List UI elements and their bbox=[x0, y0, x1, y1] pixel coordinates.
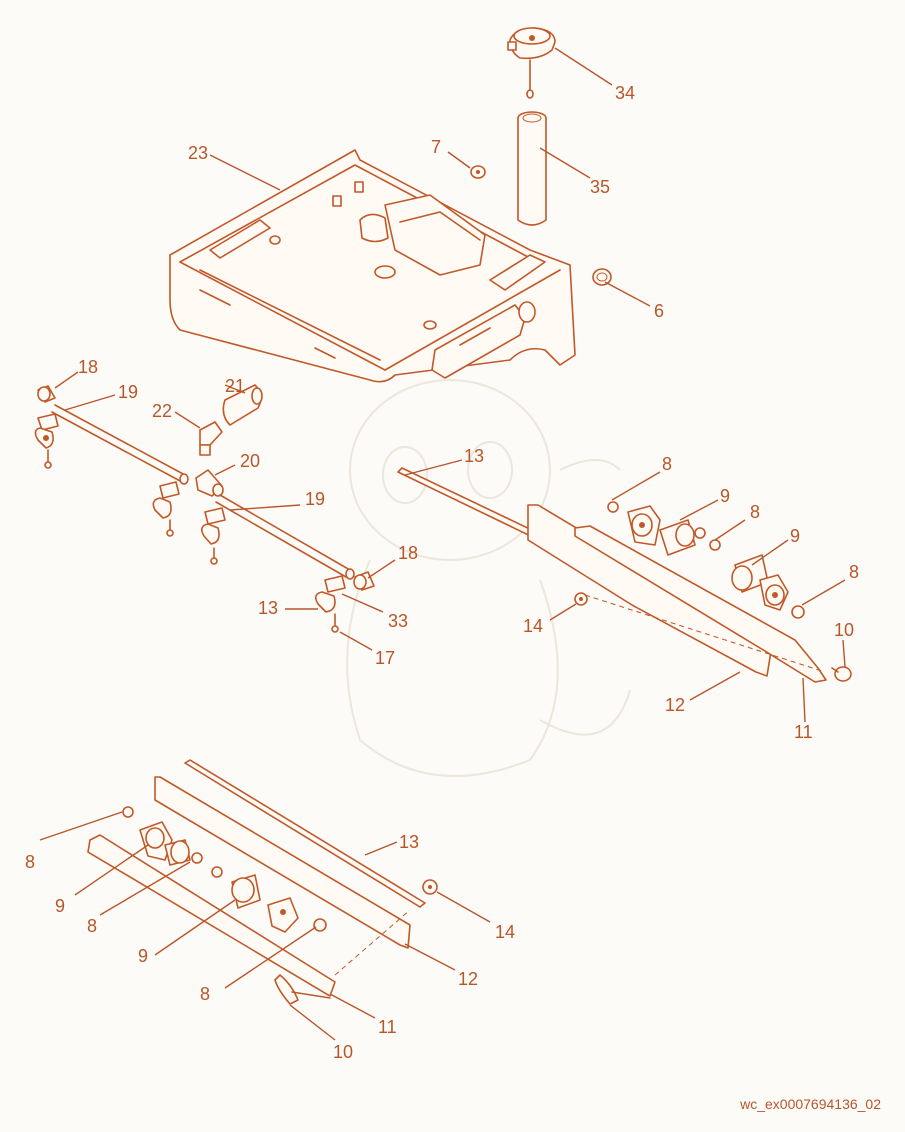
callout-labels: 34 7 35 23 6 18 21 19 22 20 13 8 9 8 9 8… bbox=[25, 83, 859, 1062]
rod-assembly-left bbox=[34, 385, 189, 537]
callout-35: 35 bbox=[590, 177, 610, 197]
callout-10-upper: 10 bbox=[834, 620, 854, 640]
callout-8-lower-b: 8 bbox=[87, 916, 97, 936]
bolts-8-lower bbox=[122, 806, 327, 932]
callout-9-lower-b: 9 bbox=[138, 946, 148, 966]
cap-assembly bbox=[507, 27, 556, 99]
callout-11-lower: 11 bbox=[378, 1017, 397, 1037]
nut-7 bbox=[470, 165, 486, 179]
strip-assembly-lower bbox=[87, 759, 438, 1005]
bolt-10-upper bbox=[831, 666, 852, 682]
callout-17: 17 bbox=[375, 648, 395, 668]
main-frame bbox=[169, 149, 576, 383]
callout-8-lower-a: 8 bbox=[25, 852, 35, 872]
callout-20: 20 bbox=[240, 451, 260, 471]
elbow-and-pipe bbox=[195, 384, 263, 497]
callout-18-left: 18 bbox=[78, 357, 98, 377]
rod-assembly-right bbox=[200, 494, 375, 633]
callout-34: 34 bbox=[615, 83, 635, 103]
callout-12-upper: 12 bbox=[665, 695, 685, 715]
callout-13-middle: 13 bbox=[258, 598, 278, 618]
image-id-label: wc_ex0007694136_02 bbox=[740, 1096, 881, 1112]
callout-10-lower: 10 bbox=[333, 1042, 353, 1062]
callout-13-lower: 13 bbox=[399, 832, 419, 852]
callout-12-lower: 12 bbox=[458, 969, 478, 989]
callout-9-upper-a: 9 bbox=[720, 486, 730, 506]
callout-9-lower-a: 9 bbox=[55, 896, 65, 916]
tube bbox=[517, 111, 547, 226]
callout-21: 21 bbox=[225, 376, 245, 396]
mount-9c bbox=[139, 821, 191, 866]
bolts-8-upper bbox=[607, 501, 805, 619]
callout-8-upper-c: 8 bbox=[849, 562, 859, 582]
bushing-6 bbox=[592, 268, 612, 286]
callout-19-left: 19 bbox=[118, 382, 138, 402]
bolt-10-lower bbox=[274, 974, 331, 1005]
callout-8-upper-b: 8 bbox=[750, 502, 760, 522]
callout-19-right: 19 bbox=[305, 489, 325, 509]
mount-9a bbox=[627, 505, 696, 556]
callout-18-right: 18 bbox=[398, 543, 418, 563]
callout-6: 6 bbox=[654, 301, 664, 321]
mount-9b bbox=[731, 554, 789, 611]
callout-13-upper: 13 bbox=[464, 446, 484, 466]
callout-9-upper-b: 9 bbox=[790, 526, 800, 546]
callout-33: 33 bbox=[388, 611, 408, 631]
callout-7: 7 bbox=[431, 137, 441, 157]
strip-assembly-upper bbox=[397, 467, 852, 683]
callout-14-upper: 14 bbox=[523, 616, 543, 636]
callout-14-lower: 14 bbox=[495, 922, 515, 942]
callout-8-upper-a: 8 bbox=[662, 454, 672, 474]
callout-22: 22 bbox=[152, 401, 172, 421]
callout-8-lower-c: 8 bbox=[200, 984, 210, 1004]
watermark-dragon bbox=[346, 379, 631, 777]
leader-lines bbox=[39, 47, 846, 1041]
callout-11-upper: 11 bbox=[794, 722, 813, 742]
callout-23: 23 bbox=[188, 143, 208, 163]
mount-9d bbox=[231, 874, 299, 933]
